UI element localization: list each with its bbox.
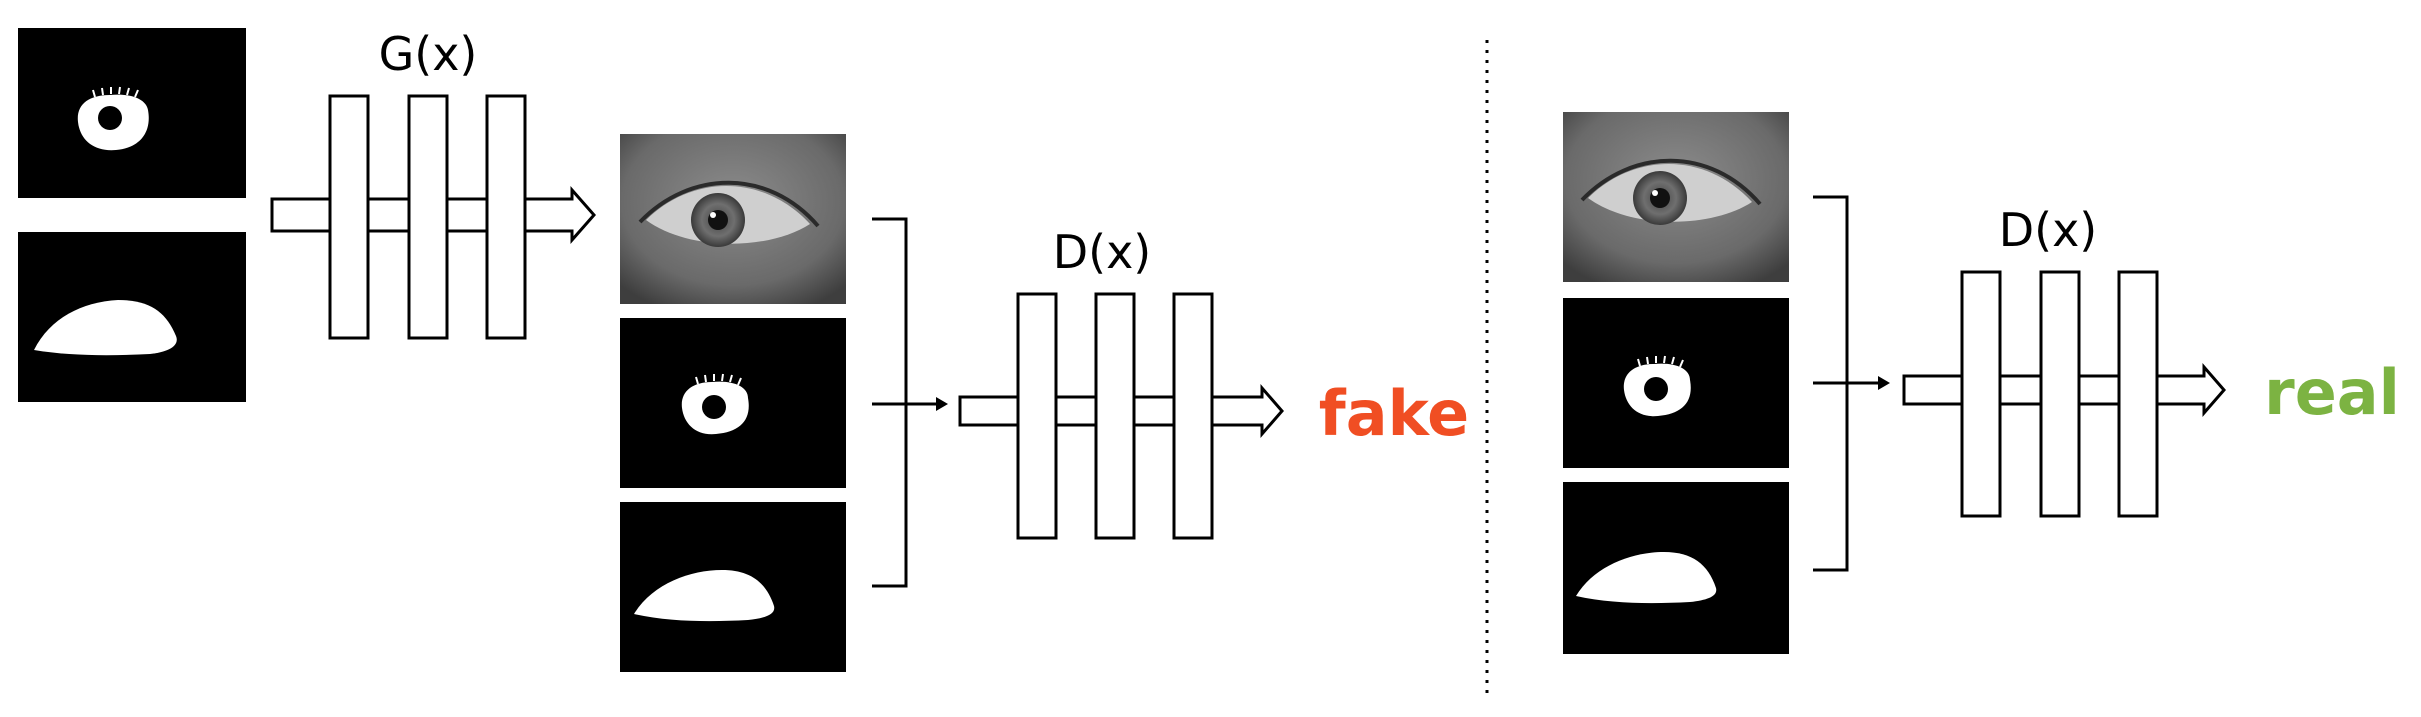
generator-input-eye-region-mask (18, 232, 246, 402)
generator-network: G(x) (270, 27, 596, 340)
eye-region-mask-icon (634, 570, 775, 622)
discriminator-real-layer-3 (2117, 270, 2159, 518)
fake-input-bracket (872, 217, 948, 588)
eye-region-mask-icon (1576, 552, 1717, 604)
discriminator-real-layer-1 (1960, 270, 2002, 518)
generator-input-iris-mask (18, 28, 246, 198)
fake-output-label: fake (1319, 377, 1469, 450)
eye-photo-icon (1580, 158, 1762, 225)
generated-iris-mask (620, 318, 846, 488)
discriminator-fake-layer-2 (1094, 292, 1136, 540)
discriminator-network-fake: D(x) (958, 225, 1284, 540)
real-eye-region-mask (1563, 482, 1789, 654)
generated-eye-region-mask (620, 502, 846, 672)
eye-region-mask-icon (34, 300, 177, 356)
real-eye-image (1563, 112, 1789, 282)
generator-layer-1 (328, 94, 370, 340)
discriminator-label-fake: D(x) (1053, 225, 1152, 279)
eye-photo-icon (638, 180, 820, 247)
discriminator-fake-layer-1 (1016, 292, 1058, 540)
generator-layer-3 (485, 94, 527, 340)
generated-eye-image (620, 134, 846, 304)
real-output-label: real (2264, 356, 2400, 429)
discriminator-real-layer-2 (2039, 270, 2081, 518)
discriminator-label-real: D(x) (1999, 203, 2098, 257)
discriminator-network-real: D(x) (1902, 203, 2226, 518)
iris-mask-icon (1623, 355, 1691, 417)
generator-layer-2 (407, 94, 449, 340)
iris-mask-icon (681, 373, 749, 435)
real-iris-mask (1563, 298, 1789, 468)
iris-mask-icon (77, 86, 149, 151)
discriminator-fake-layer-3 (1172, 292, 1214, 540)
real-input-bracket (1813, 195, 1890, 572)
generator-label: G(x) (379, 27, 478, 81)
